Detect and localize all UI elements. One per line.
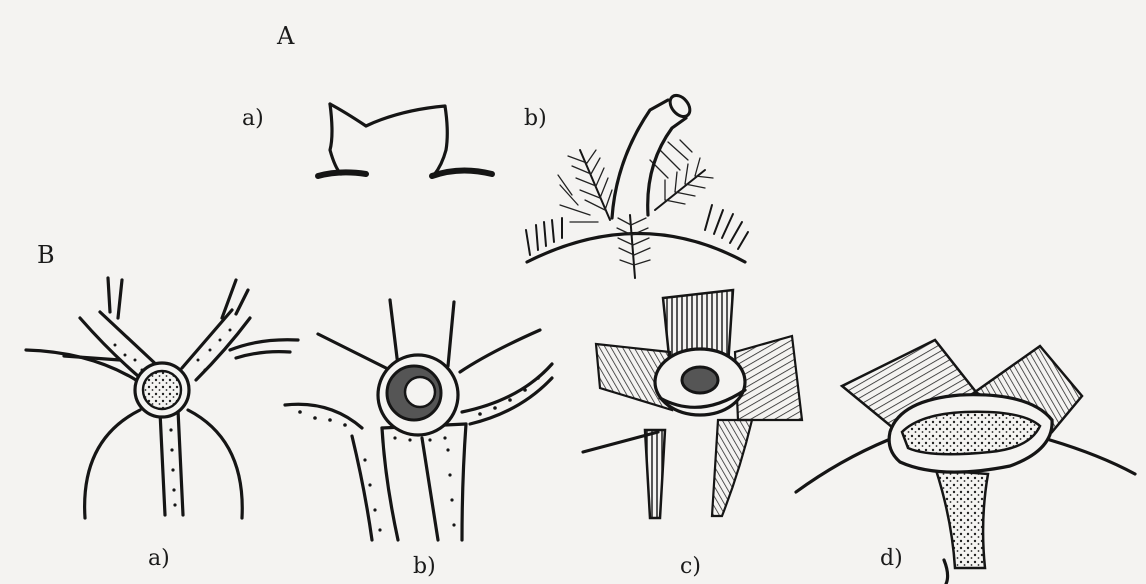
fig-A-b xyxy=(526,92,748,278)
fig-B-c xyxy=(583,290,802,518)
fig-B-d xyxy=(796,340,1135,584)
fig-B-a xyxy=(26,278,298,518)
fig-A-a xyxy=(318,104,492,176)
fig-B-b xyxy=(285,300,552,540)
